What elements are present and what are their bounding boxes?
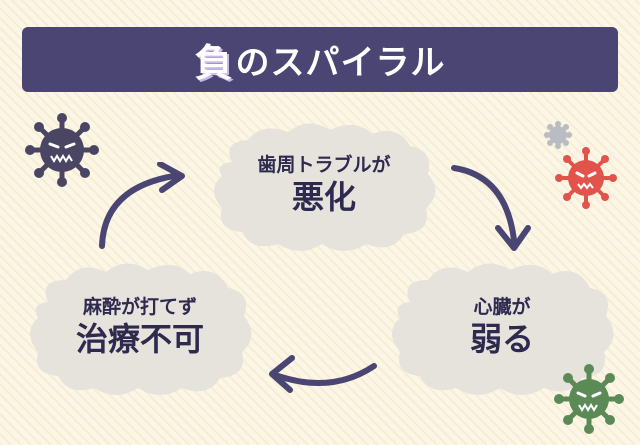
step-label-small: 歯周トラブルが	[257, 153, 391, 176]
gray-spore-icon	[544, 121, 572, 149]
step-label-large: 悪化	[291, 177, 356, 216]
cycle-step-heart-weakens: 心臓が 弱る	[386, 258, 618, 398]
purple-virus-icon	[25, 113, 99, 187]
bubble-shape	[392, 263, 614, 395]
cycle-step-gum-trouble: 歯周トラブルが 悪化	[208, 118, 440, 254]
step-label-large: 治療不可	[75, 319, 204, 358]
cycle-step-no-anesthesia: 麻酔が打てず 治療不可	[24, 258, 256, 398]
bubble-shape	[30, 263, 252, 395]
red-virus-icon	[555, 147, 617, 209]
step-label-small: 心臓が	[473, 295, 531, 318]
title-banner: 負 のスパイラル	[22, 27, 618, 92]
arrow-left-icon	[269, 355, 377, 393]
green-virus-icon	[554, 364, 624, 434]
title-text: のスパイラル	[235, 43, 446, 83]
arrow-right-down-icon	[451, 165, 531, 251]
title-highlight: 負	[194, 41, 234, 85]
step-label-small: 麻酔が打てず	[82, 295, 197, 318]
arrow-up-right-icon	[99, 162, 185, 249]
bubble-shape	[214, 123, 436, 251]
step-label-large: 弱る	[469, 319, 534, 358]
